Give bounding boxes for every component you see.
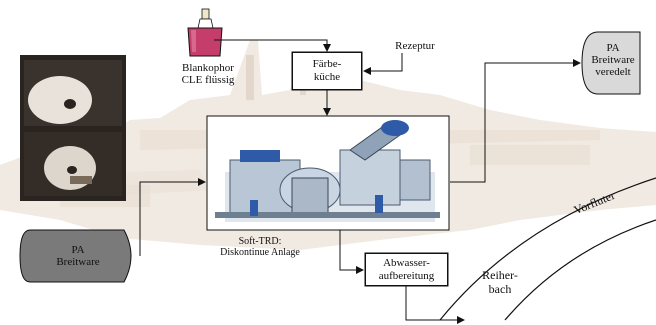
dye-agent-label: Blankophor CLE flüssig — [181, 62, 235, 86]
river-bank-outer — [439, 177, 656, 321]
wastewater-box: Abwasser- aufbereitung — [365, 253, 448, 286]
dye-bottle-icon — [187, 8, 223, 57]
product-in-label: PA Breitware — [56, 244, 100, 268]
recipe-label: Rezeptur — [395, 40, 435, 52]
textile-machine-photo — [215, 120, 440, 222]
dye-kitchen-box: Färbe- küche — [292, 52, 362, 90]
river-bank-inner — [504, 219, 656, 321]
product-out-shape — [581, 31, 641, 95]
machine-caption: Soft-TRD: Diskontinue Anlage — [220, 236, 300, 258]
flow-arrows — [139, 39, 581, 324]
fabric-rolls-photo — [20, 55, 126, 201]
stream-label: Reiher- bach — [482, 268, 518, 296]
product-in-shape — [19, 229, 132, 283]
product-out-label: PA Breitware veredelt — [591, 42, 635, 78]
